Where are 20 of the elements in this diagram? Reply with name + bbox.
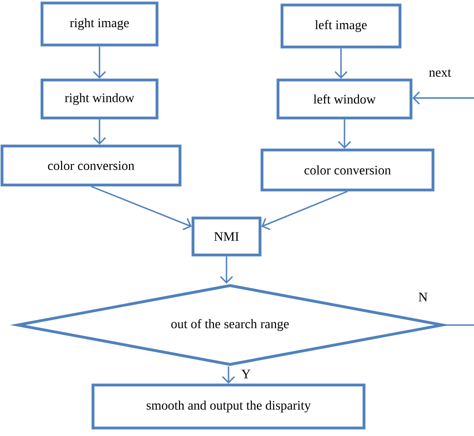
process-box: right image [40, 2, 158, 46]
process-box: left window [276, 78, 412, 120]
arrow [222, 366, 235, 384]
process-box: smooth and output the disparity [92, 384, 366, 430]
arrow [261, 190, 348, 230]
process-box: color conversion [260, 148, 434, 192]
arrow [220, 256, 233, 284]
arrow [93, 119, 106, 145]
edge-label: N [418, 292, 428, 302]
arrow [93, 46, 106, 79]
arrow [90, 186, 192, 230]
process-box: right window [40, 78, 158, 120]
edge-label: next [429, 69, 452, 77]
process-box: left image [280, 4, 402, 48]
process-box: color conversion [0, 144, 182, 186]
arrow [338, 119, 351, 149]
process-box: NMI [192, 216, 262, 256]
arrow [412, 92, 474, 104]
edge-label: Y [241, 370, 250, 378]
arrow [334, 48, 348, 79]
